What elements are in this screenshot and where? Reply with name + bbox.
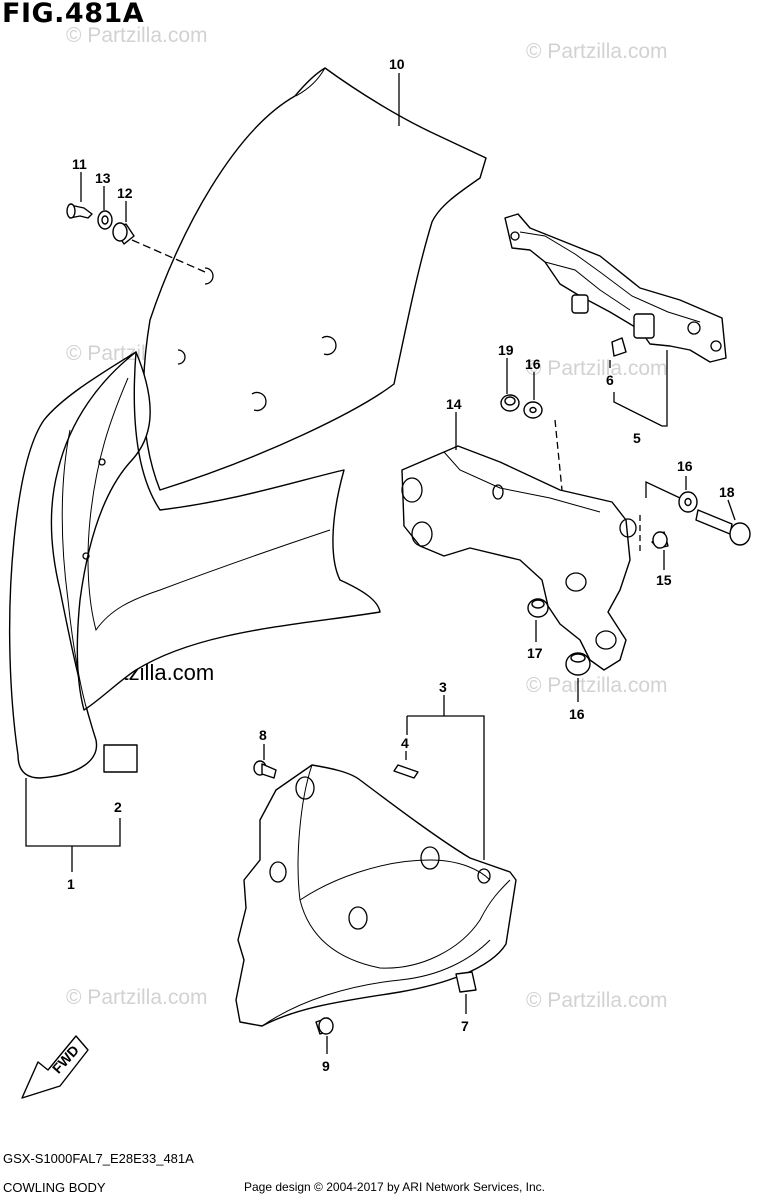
watermark: © Partzilla.com xyxy=(66,986,208,1009)
callout-16: 16 xyxy=(525,356,541,372)
callout-11: 11 xyxy=(72,156,87,172)
headlight-stay-part[interactable] xyxy=(401,445,637,671)
forward-direction-arrow: FWD xyxy=(21,1035,89,1099)
well-nut-part[interactable] xyxy=(112,222,135,245)
callout-4: 4 xyxy=(401,735,409,751)
callout-14: 14 xyxy=(446,396,462,412)
watermark: © Partzilla.com xyxy=(526,989,668,1012)
callout-7: 7 xyxy=(461,1018,469,1034)
cowling-body-part[interactable] xyxy=(8,351,381,779)
callout-16: 16 xyxy=(677,458,693,474)
washer-part[interactable] xyxy=(97,210,113,230)
washer-part[interactable] xyxy=(678,491,698,513)
model-code: GSX-S1000FAL7_E28E33_481A xyxy=(3,1151,194,1166)
callout-3: 3 xyxy=(439,679,447,695)
callout-8: 8 xyxy=(259,727,267,743)
callout-18: 17 xyxy=(527,645,543,661)
callout-5: 5 xyxy=(633,430,641,446)
label-part[interactable] xyxy=(103,744,138,773)
leader-lines xyxy=(25,73,736,1054)
grommet-part[interactable] xyxy=(527,598,549,618)
callout-15: 15 xyxy=(656,572,672,588)
callout-20: 19 xyxy=(498,342,514,358)
watermark: © Partzilla.com xyxy=(66,24,208,47)
screw-part[interactable] xyxy=(315,1017,334,1035)
windscreen-part[interactable] xyxy=(142,67,487,491)
callout-17: 16 xyxy=(569,706,585,722)
clip-part[interactable] xyxy=(611,337,627,357)
callout-19: 18 xyxy=(719,484,735,500)
callout-9: 9 xyxy=(322,1058,330,1074)
callout-6: 6 xyxy=(606,372,614,388)
cowling-bracket-part[interactable] xyxy=(504,213,727,363)
tape-part[interactable] xyxy=(393,764,419,779)
section-title: COWLING BODY xyxy=(3,1180,106,1195)
watermark: © Partzilla.com xyxy=(526,357,668,380)
figure-title: FIG.481A xyxy=(2,0,145,29)
callout-1: 1 xyxy=(67,876,75,892)
bolt-part[interactable] xyxy=(651,531,669,549)
page-credit: Page design © 2004-2017 by ARI Network S… xyxy=(244,1180,546,1194)
grommet-part[interactable] xyxy=(565,652,591,676)
watermark: © Partzilla.com xyxy=(526,674,668,697)
watermark: © Partzilla.com xyxy=(526,40,668,63)
grommet-part[interactable] xyxy=(500,394,520,412)
inner-cowling-part[interactable] xyxy=(235,764,517,1027)
bolt-part[interactable] xyxy=(695,509,751,546)
rivet-part[interactable] xyxy=(253,760,277,779)
callout-2: 2 xyxy=(114,799,122,815)
callout-10: 10 xyxy=(389,56,405,72)
clip-part[interactable] xyxy=(455,971,477,993)
callout-13: 13 xyxy=(95,170,111,186)
screw-part[interactable] xyxy=(66,203,93,219)
washer-part[interactable] xyxy=(523,401,543,419)
callout-12: 12 xyxy=(117,185,133,201)
